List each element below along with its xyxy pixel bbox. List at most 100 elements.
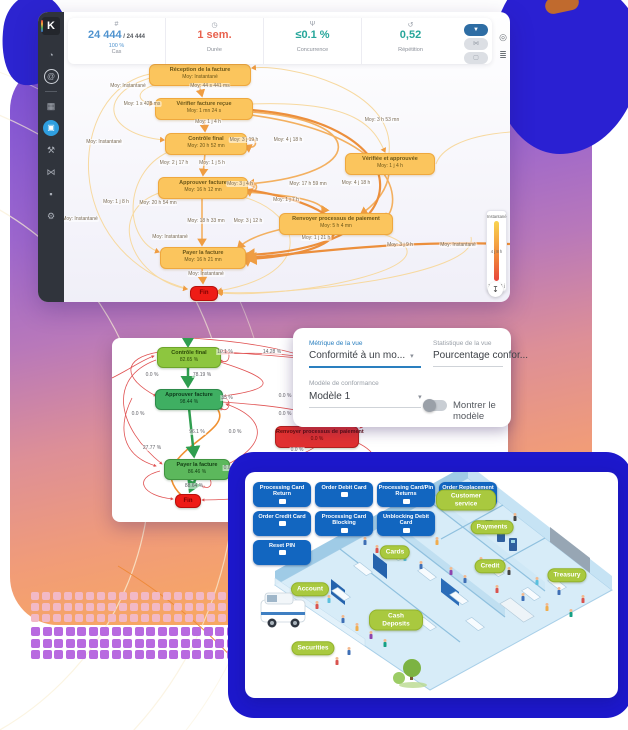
model-underline — [309, 407, 421, 408]
process-map-icon[interactable]: ▣ — [38, 117, 64, 139]
stop-icon[interactable]: ▪ — [49, 189, 53, 199]
bank-task-button[interactable]: Unblocking Debit Card — [377, 511, 435, 536]
button-icon — [402, 527, 410, 533]
logo-accent-bar — [41, 20, 43, 32]
area-label: Credit — [474, 559, 506, 573]
edge-label: Moy: 4 j 18 h — [272, 137, 304, 143]
edge-label: Moy: 4 j 18 h — [340, 180, 372, 186]
bank-task-button[interactable]: Order Credit Card — [253, 511, 311, 536]
statistic-select[interactable]: Pourcentage confor... — [433, 350, 529, 361]
statistic-underline — [433, 366, 503, 367]
edge-label: 0.0 % — [227, 429, 243, 435]
bank-task-button[interactable]: Reset PIN — [253, 540, 311, 565]
stat-label: Concurrence — [296, 47, 329, 53]
edge-label: 96.1 % — [188, 429, 206, 435]
edge-label: Moy: 1 j 7 h — [272, 197, 300, 203]
area-label: Treasury — [547, 568, 587, 582]
edge-label: Moy: 3 j 19 h — [228, 137, 260, 143]
sliders-icon[interactable]: ≣ — [499, 50, 507, 60]
share-icon[interactable]: ⋈ — [46, 167, 56, 177]
model-label: Modèle de conformance — [309, 380, 379, 387]
toggle-label: Montrer le modèle — [453, 400, 496, 422]
grid-icon[interactable]: ▦ — [46, 101, 56, 111]
edge-label: 0.0 % — [277, 411, 293, 417]
user-icon[interactable]: @ — [38, 66, 64, 88]
trees — [393, 659, 427, 688]
recenter-icon[interactable]: ◎ — [499, 32, 507, 42]
area-label: Securities — [291, 641, 335, 655]
duration-color-legend: Instantané 4 j 8 h 1 sem 1 j — [486, 210, 507, 292]
settings-icon[interactable]: ⚙ — [46, 211, 56, 221]
bank-task-button[interactable]: Order Debit Card — [315, 482, 373, 507]
bank-task-button[interactable]: Processing Card/Pin Returns — [377, 482, 435, 507]
stat-label: Répétition — [398, 47, 423, 53]
hash-icon: # — [114, 21, 119, 28]
toolbar-pills: ▼ ⋈ ▢ — [464, 22, 490, 66]
export-button[interactable]: ▢ — [464, 52, 488, 64]
edge-label: 0.0 % — [289, 447, 305, 453]
area-label: Cash Deposits — [369, 609, 423, 631]
metric-underline — [309, 366, 421, 368]
show-model-toggle[interactable] — [423, 399, 447, 412]
area-label: Customer service — [436, 489, 496, 511]
share-button[interactable]: ⋈ — [464, 38, 488, 50]
edge-label: 10.1 % — [216, 349, 234, 355]
toggle-knob — [423, 399, 436, 412]
edge-label: 88.64 % — [183, 483, 205, 489]
edge-label: 35 % — [220, 395, 234, 401]
stat-card-duree: ◷1 sem. Durée — [166, 18, 264, 64]
download-icon: ↧ — [492, 285, 499, 294]
stat-label: Cas — [111, 49, 122, 55]
conformance-node[interactable]: Fin — [175, 494, 201, 508]
bank-task-button[interactable]: Processing Card Return — [253, 482, 311, 507]
stat-value: 1 sem. — [197, 29, 232, 41]
area-label: Account — [291, 582, 329, 596]
filter-button[interactable]: ▼ — [464, 24, 488, 36]
statistic-label: Statistique de la vue — [433, 340, 492, 347]
blue-blob-top-right — [492, 0, 628, 154]
metric-select[interactable]: Conformité à un mo...▾ — [309, 350, 414, 361]
download-button[interactable]: ↧ — [488, 282, 503, 297]
edge-label: 0.0 % — [277, 393, 293, 399]
edge-label: Moy: Instantané — [187, 271, 225, 277]
edge-label: Moy: Instantané — [439, 242, 477, 248]
view-controls: ◎≣ — [496, 26, 512, 66]
edge-label: Moy: 3 j 9 h — [386, 242, 414, 248]
tools-icon[interactable]: ⚒ — [46, 145, 56, 155]
edge-label: Moy: Instantané — [85, 139, 123, 145]
edge-label: Moy: 1 j 5 h — [198, 160, 226, 166]
bank-task-button[interactable]: Processing Card Blocking — [315, 511, 373, 536]
edge-label: 0.0 % — [144, 372, 160, 378]
edge-label: Moy: Instantané — [151, 234, 189, 240]
process-node[interactable]: Fin — [190, 285, 218, 301]
edge-label: 78.19 % — [191, 372, 213, 378]
edge-label: Moy: 20 h 54 mn — [138, 200, 178, 206]
stat-card-concurrence: Ψ≤0.1 % Concurrence — [264, 18, 362, 64]
model-select[interactable]: Modèle 1▾ — [309, 391, 422, 402]
button-icon — [278, 521, 286, 527]
button-icon — [402, 498, 410, 504]
edge-label: Moy: Instantané — [61, 216, 99, 222]
legend-top-label: Instantané — [487, 214, 507, 219]
app-logo[interactable]: K — [42, 17, 60, 35]
chevron-down-icon: ▾ — [410, 353, 414, 360]
history-icon[interactable]: ◔ — [48, 50, 54, 60]
clock-icon: ◷ — [211, 22, 218, 29]
chevron-down-icon: ▾ — [418, 394, 422, 401]
branch-icon: Ψ — [309, 21, 316, 28]
edge-label: 27.77 % — [141, 445, 163, 451]
edge-label: Moy: Instantané — [109, 83, 147, 89]
edge-label: 0.0 % — [130, 411, 146, 417]
edge-label: Moy: 3 h 53 mn — [363, 117, 401, 123]
